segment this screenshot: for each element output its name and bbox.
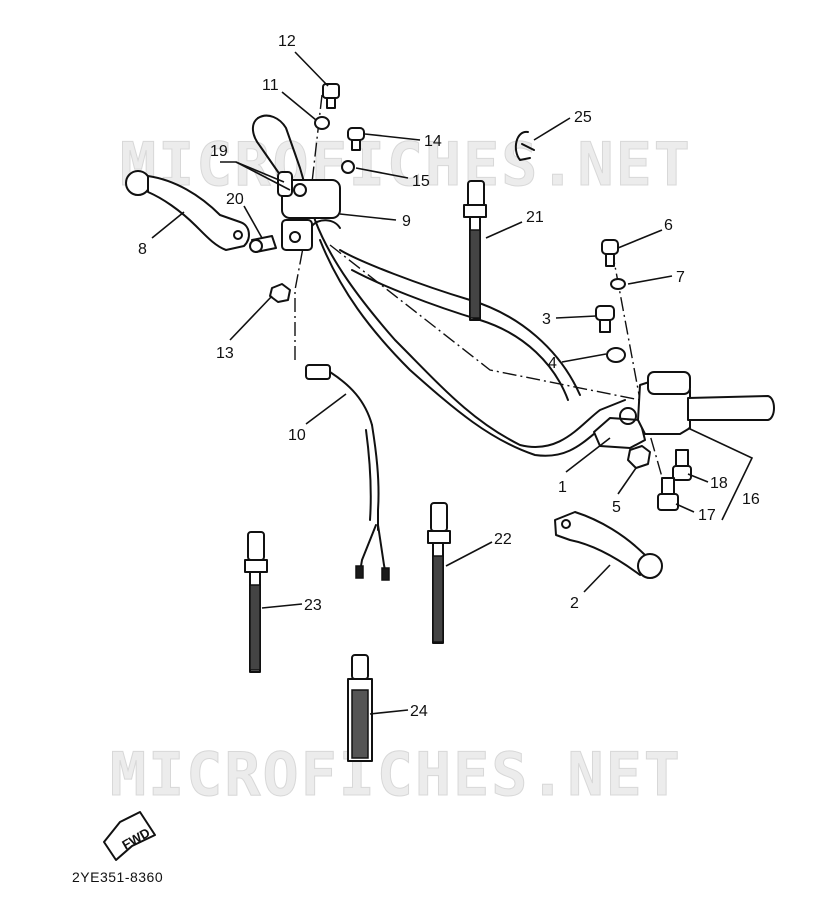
callout-3: 3 — [542, 311, 551, 328]
fwd-arrow-icon: FWD — [103, 811, 156, 861]
callout-17: 17 — [698, 507, 716, 524]
lever-holder[interactable] — [277, 171, 341, 251]
bolt-6[interactable] — [601, 239, 619, 267]
callout-2: 2 — [570, 595, 579, 612]
wire-clip[interactable] — [514, 130, 535, 161]
washer-15[interactable] — [341, 160, 355, 174]
centerline-top — [309, 94, 323, 201]
callout-14: 14 — [424, 133, 442, 150]
clutch-lever[interactable] — [125, 170, 250, 251]
callout-12: 12 — [278, 33, 296, 50]
callout-5: 5 — [612, 499, 621, 516]
screw-17[interactable] — [657, 477, 679, 511]
callout-9: 9 — [402, 213, 411, 230]
centerline-bar — [329, 244, 641, 401]
callout-8: 8 — [138, 241, 147, 258]
band-21[interactable] — [463, 180, 487, 321]
lever-nut[interactable] — [269, 283, 291, 303]
callout-13: 13 — [216, 345, 234, 362]
master-cylinder[interactable] — [637, 371, 691, 435]
nut-5[interactable] — [627, 445, 651, 469]
callout-19: 19 — [210, 143, 228, 160]
callout-15: 15 — [412, 173, 430, 190]
right-grip[interactable] — [687, 395, 775, 421]
screw-14[interactable] — [347, 127, 365, 151]
brake-lever[interactable] — [554, 511, 663, 579]
watermark-top: MICROFICHES.NET — [120, 130, 692, 200]
lever-bolt-head — [249, 239, 263, 253]
washer-11[interactable] — [314, 116, 330, 130]
band-24[interactable] — [347, 654, 373, 762]
callout-24: 24 — [410, 703, 428, 720]
watermark-bottom: MICROFICHES.NET — [110, 740, 682, 810]
callouts: 1 2 3 4 5 6 7 8 9 10 11 12 13 14 15 16 1… — [138, 33, 760, 720]
callout-16: 16 — [742, 491, 760, 508]
drawing-code: 2YE351-8360 — [72, 869, 164, 885]
callout-22: 22 — [494, 531, 512, 548]
callout-20: 20 — [226, 191, 244, 208]
callout-11: 11 — [262, 77, 279, 94]
callout-1: 1 — [558, 479, 567, 496]
screw-12[interactable] — [322, 83, 340, 109]
callout-18: 18 — [710, 475, 728, 492]
washer-4[interactable] — [606, 347, 626, 363]
callout-21: 21 — [526, 209, 544, 226]
clutch-switch[interactable] — [305, 364, 390, 581]
leader-lines — [151, 51, 754, 715]
callout-4: 4 — [548, 355, 557, 372]
washer-7[interactable] — [610, 278, 626, 290]
callout-23: 23 — [304, 597, 322, 614]
callout-7: 7 — [676, 269, 685, 286]
band-23[interactable] — [244, 531, 268, 673]
callout-10: 10 — [288, 427, 306, 444]
bolt-3[interactable] — [595, 305, 615, 333]
callout-25: 25 — [574, 109, 592, 126]
screw-18[interactable] — [672, 449, 692, 481]
band-22[interactable] — [427, 502, 451, 644]
callout-6: 6 — [664, 217, 673, 234]
